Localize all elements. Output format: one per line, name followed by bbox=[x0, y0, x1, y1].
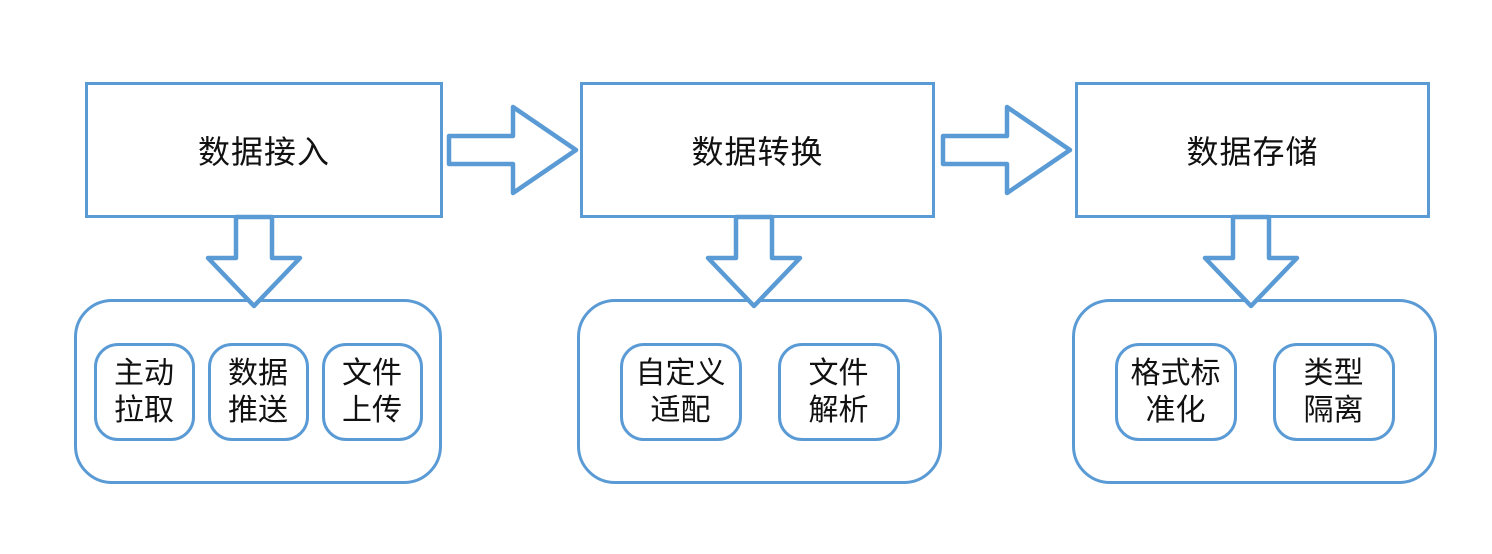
group-data-ingestion-methods: 主动 拉取 数据 推送 文件 上传 bbox=[74, 299, 442, 484]
sub-box-label-line: 自定义 bbox=[635, 356, 726, 390]
stage-box-data-ingestion: 数据接入 bbox=[85, 82, 443, 218]
stage-title: 数据转换 bbox=[691, 134, 824, 170]
sub-box-label-line: 文件 bbox=[342, 356, 402, 390]
group-data-transformation-methods: 自定义 适配 文件 解析 bbox=[577, 299, 942, 484]
sub-box-label-line: 适配 bbox=[650, 393, 711, 427]
sub-box-file-parsing: 文件 解析 bbox=[777, 342, 900, 441]
sub-box-label-line: 推送 bbox=[228, 393, 288, 427]
stage-box-data-transformation: 数据转换 bbox=[580, 82, 935, 218]
sub-box-file-upload: 文件 上传 bbox=[321, 342, 423, 441]
group-data-storage-methods: 格式标 准化 类型 隔离 bbox=[1072, 299, 1437, 484]
sub-box-active-pull: 主动 拉取 bbox=[93, 342, 195, 441]
right-block-arrow-icon bbox=[446, 104, 579, 196]
sub-box-label-line: 拉取 bbox=[114, 393, 174, 427]
sub-box-format-standardization: 格式标 准化 bbox=[1114, 342, 1237, 441]
sub-box-label-line: 文件 bbox=[808, 356, 869, 390]
sub-box-label-line: 数据 bbox=[228, 356, 288, 390]
sub-box-label-line: 解析 bbox=[808, 393, 869, 427]
stage-title: 数据接入 bbox=[197, 134, 330, 170]
down-block-arrow-icon bbox=[1202, 214, 1300, 309]
sub-box-label-line: 上传 bbox=[342, 393, 402, 427]
sub-box-label-line: 格式标 bbox=[1130, 356, 1221, 390]
sub-box-custom-adapter: 自定义 适配 bbox=[619, 342, 742, 441]
sub-box-data-push: 数据 推送 bbox=[207, 342, 309, 441]
sub-box-label-line: 类型 bbox=[1303, 356, 1364, 390]
sub-box-label-line: 准化 bbox=[1145, 393, 1206, 427]
down-block-arrow-icon bbox=[205, 214, 303, 309]
stage-title: 数据存储 bbox=[1186, 134, 1319, 170]
sub-box-type-isolation: 类型 隔离 bbox=[1272, 342, 1395, 441]
right-block-arrow-icon bbox=[940, 104, 1073, 196]
sub-box-label-line: 主动 bbox=[114, 356, 174, 390]
sub-box-label-line: 隔离 bbox=[1303, 393, 1364, 427]
down-block-arrow-icon bbox=[705, 214, 803, 309]
stage-box-data-storage: 数据存储 bbox=[1075, 82, 1430, 218]
